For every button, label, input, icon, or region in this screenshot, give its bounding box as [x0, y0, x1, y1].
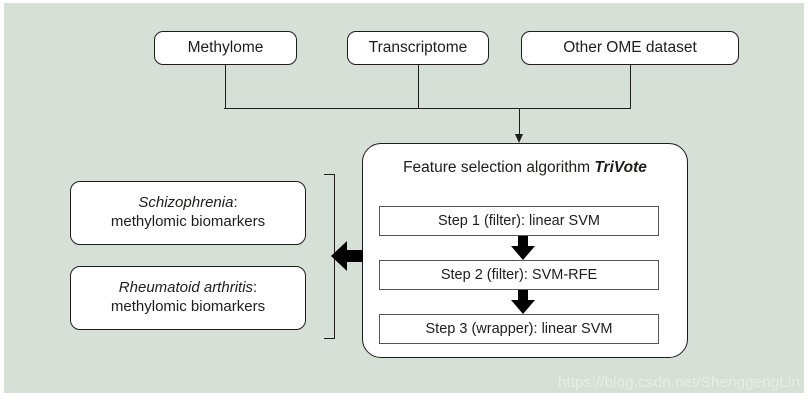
- algorithm-step-3: Step 3 (wrapper): linear SVM: [379, 314, 659, 344]
- connector-other-ome-stub: [629, 65, 632, 109]
- watermark: https://blog.csdn.net/ShenggengLin: [558, 374, 800, 391]
- arrow-shaft: [346, 250, 363, 262]
- output-box-rheumatoid-arthritis-separator: :: [253, 279, 258, 297]
- connector-merge-bus: [224, 107, 630, 110]
- output-box-schizophrenia-separator: :: [233, 194, 238, 212]
- arrow-down-icon-step2-to-step3: [511, 290, 535, 314]
- algorithm-step-3-label: Step 3 (wrapper): linear SVM: [425, 321, 613, 337]
- algorithm-title-name: TriVote: [594, 159, 647, 176]
- arrow-head: [511, 300, 535, 314]
- source-box-transcriptome-label: Transcriptome: [368, 39, 468, 57]
- output-box-schizophrenia-detail: methylomic biomarkers: [110, 213, 266, 230]
- output-box-schizophrenia-title: Schizophrenia:: [138, 194, 237, 213]
- algorithm-step-2-label: Step 2 (filter): SVM-RFE: [440, 267, 598, 283]
- output-box-rheumatoid-arthritis-disease: Rheumatoid arthritis: [118, 279, 254, 297]
- connector-methylome-stub: [224, 65, 227, 109]
- source-box-methylome-label: Methylome: [187, 39, 264, 57]
- arrow-left-icon-to-results: [331, 241, 363, 271]
- algorithm-step-2: Step 2 (filter): SVM-RFE: [379, 260, 659, 290]
- algorithm-container: Feature selection algorithm TriVote Step…: [362, 143, 688, 358]
- algorithm-step-1-label: Step 1 (filter): linear SVM: [438, 213, 600, 229]
- arrow-head: [331, 241, 347, 271]
- arrow-head: [511, 246, 535, 260]
- arrow-shaft: [518, 290, 528, 301]
- output-box-rheumatoid-arthritis-detail: methylomic biomarkers: [110, 298, 266, 315]
- output-box-schizophrenia: Schizophrenia: methylomic biomarkers: [70, 181, 306, 245]
- algorithm-title-prefix: Feature selection algorithm: [403, 159, 595, 176]
- connector-transcriptome-stub: [417, 65, 420, 109]
- source-box-methylome: Methylome: [154, 31, 297, 65]
- arrow-down-icon-step1-to-step2: [511, 236, 535, 260]
- algorithm-title: Feature selection algorithm TriVote: [363, 159, 687, 177]
- source-box-other-ome-dataset: Other OME dataset: [521, 31, 739, 65]
- algorithm-step-1: Step 1 (filter): linear SVM: [379, 206, 659, 236]
- output-box-schizophrenia-disease: Schizophrenia: [138, 194, 234, 212]
- connector-to-algorithm-shaft: [518, 108, 521, 136]
- arrow-shaft: [518, 236, 528, 247]
- output-box-rheumatoid-arthritis: Rheumatoid arthritis: methylomic biomark…: [70, 266, 306, 330]
- arrow-down-icon-into-algorithm: [515, 134, 523, 143]
- output-box-rheumatoid-arthritis-title: Rheumatoid arthritis:: [119, 279, 257, 298]
- source-box-transcriptome: Transcriptome: [347, 31, 489, 65]
- source-box-other-ome-dataset-label: Other OME dataset: [563, 39, 697, 57]
